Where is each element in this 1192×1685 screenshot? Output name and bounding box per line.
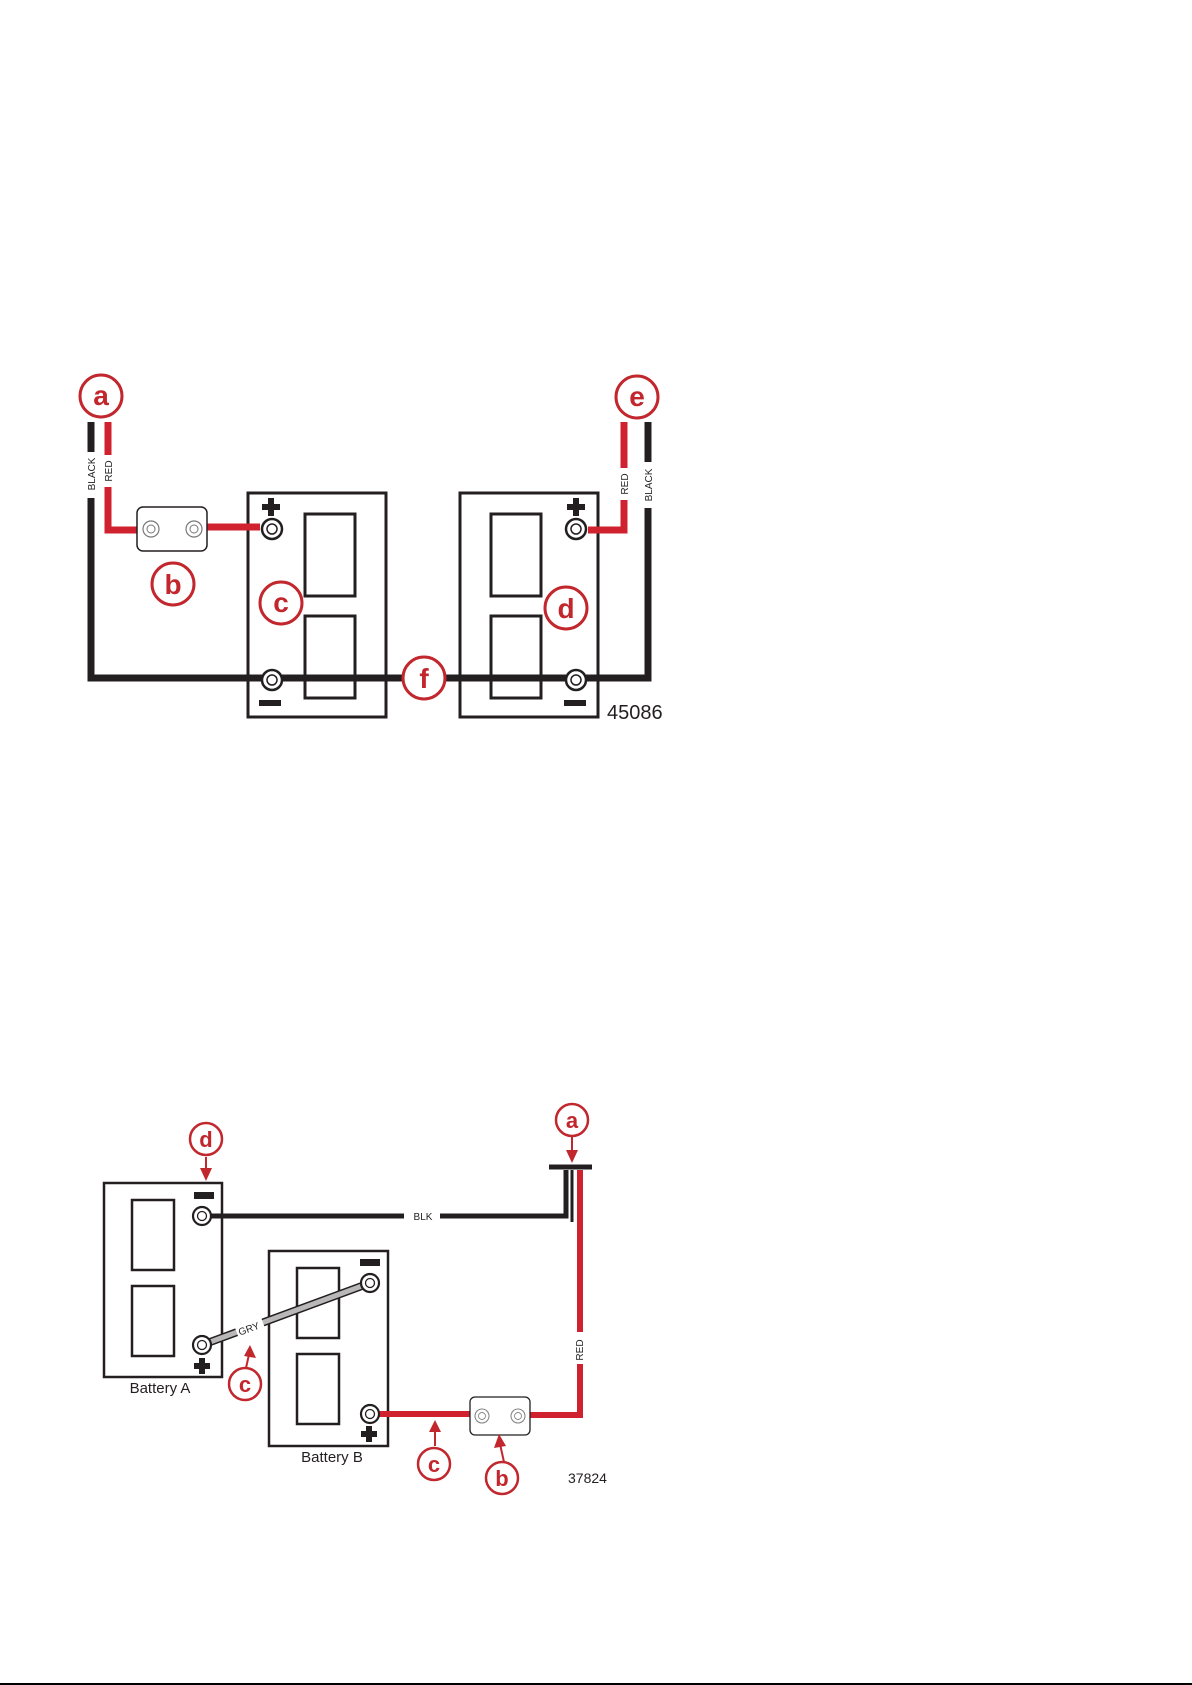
red-wire	[372, 1170, 580, 1415]
svg-text:c: c	[239, 1372, 251, 1397]
callout-c-2b: c	[418, 1448, 450, 1480]
wire-label-red: RED	[575, 1339, 586, 1360]
figure-number-2: 37824	[568, 1470, 607, 1486]
terminal-a-negative	[193, 1207, 211, 1225]
callout-a-2: a	[556, 1104, 588, 1136]
svg-text:a: a	[566, 1108, 579, 1133]
svg-text:d: d	[199, 1127, 212, 1152]
blk-wire	[208, 1167, 592, 1222]
fuse-holder-2	[470, 1397, 530, 1435]
battery-label-b: Battery B	[301, 1449, 363, 1466]
terminal-b-positive	[361, 1405, 379, 1423]
minus-mark-a	[194, 1192, 214, 1199]
wire-label-blk: BLK	[414, 1212, 433, 1223]
minus-mark-b	[360, 1259, 380, 1266]
terminal-b-negative	[361, 1274, 379, 1292]
terminal-a-positive	[193, 1336, 211, 1354]
svg-text:b: b	[495, 1466, 508, 1491]
wire-label-gry: GRY	[237, 1321, 261, 1339]
battery-label-a: Battery A	[130, 1380, 191, 1397]
callout-c-2a: c	[229, 1368, 261, 1400]
callout-b-2: b	[486, 1462, 518, 1494]
callout-d-2: d	[190, 1123, 222, 1155]
svg-text:c: c	[428, 1452, 440, 1477]
